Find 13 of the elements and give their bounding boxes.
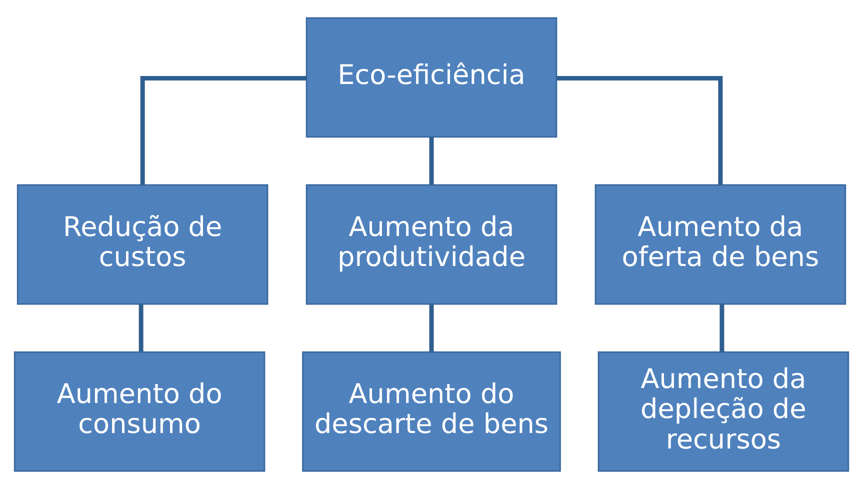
connector xyxy=(556,75,723,184)
node-box: Aumento do consumo xyxy=(14,350,266,472)
node-box: Eco-eficiência xyxy=(306,16,558,138)
node-box: Aumento da produtividade xyxy=(306,184,558,304)
connector xyxy=(429,304,434,352)
connector xyxy=(138,304,144,352)
node-box: Redução de custos xyxy=(16,184,268,304)
node-box: Aumento do descarte de bens xyxy=(302,350,561,472)
connector xyxy=(720,304,724,352)
node-box: Aumento da depleção de recursos xyxy=(598,350,850,472)
node-box: Aumento da oferta de bens xyxy=(594,184,846,304)
connector xyxy=(140,75,306,184)
connector xyxy=(429,136,434,184)
